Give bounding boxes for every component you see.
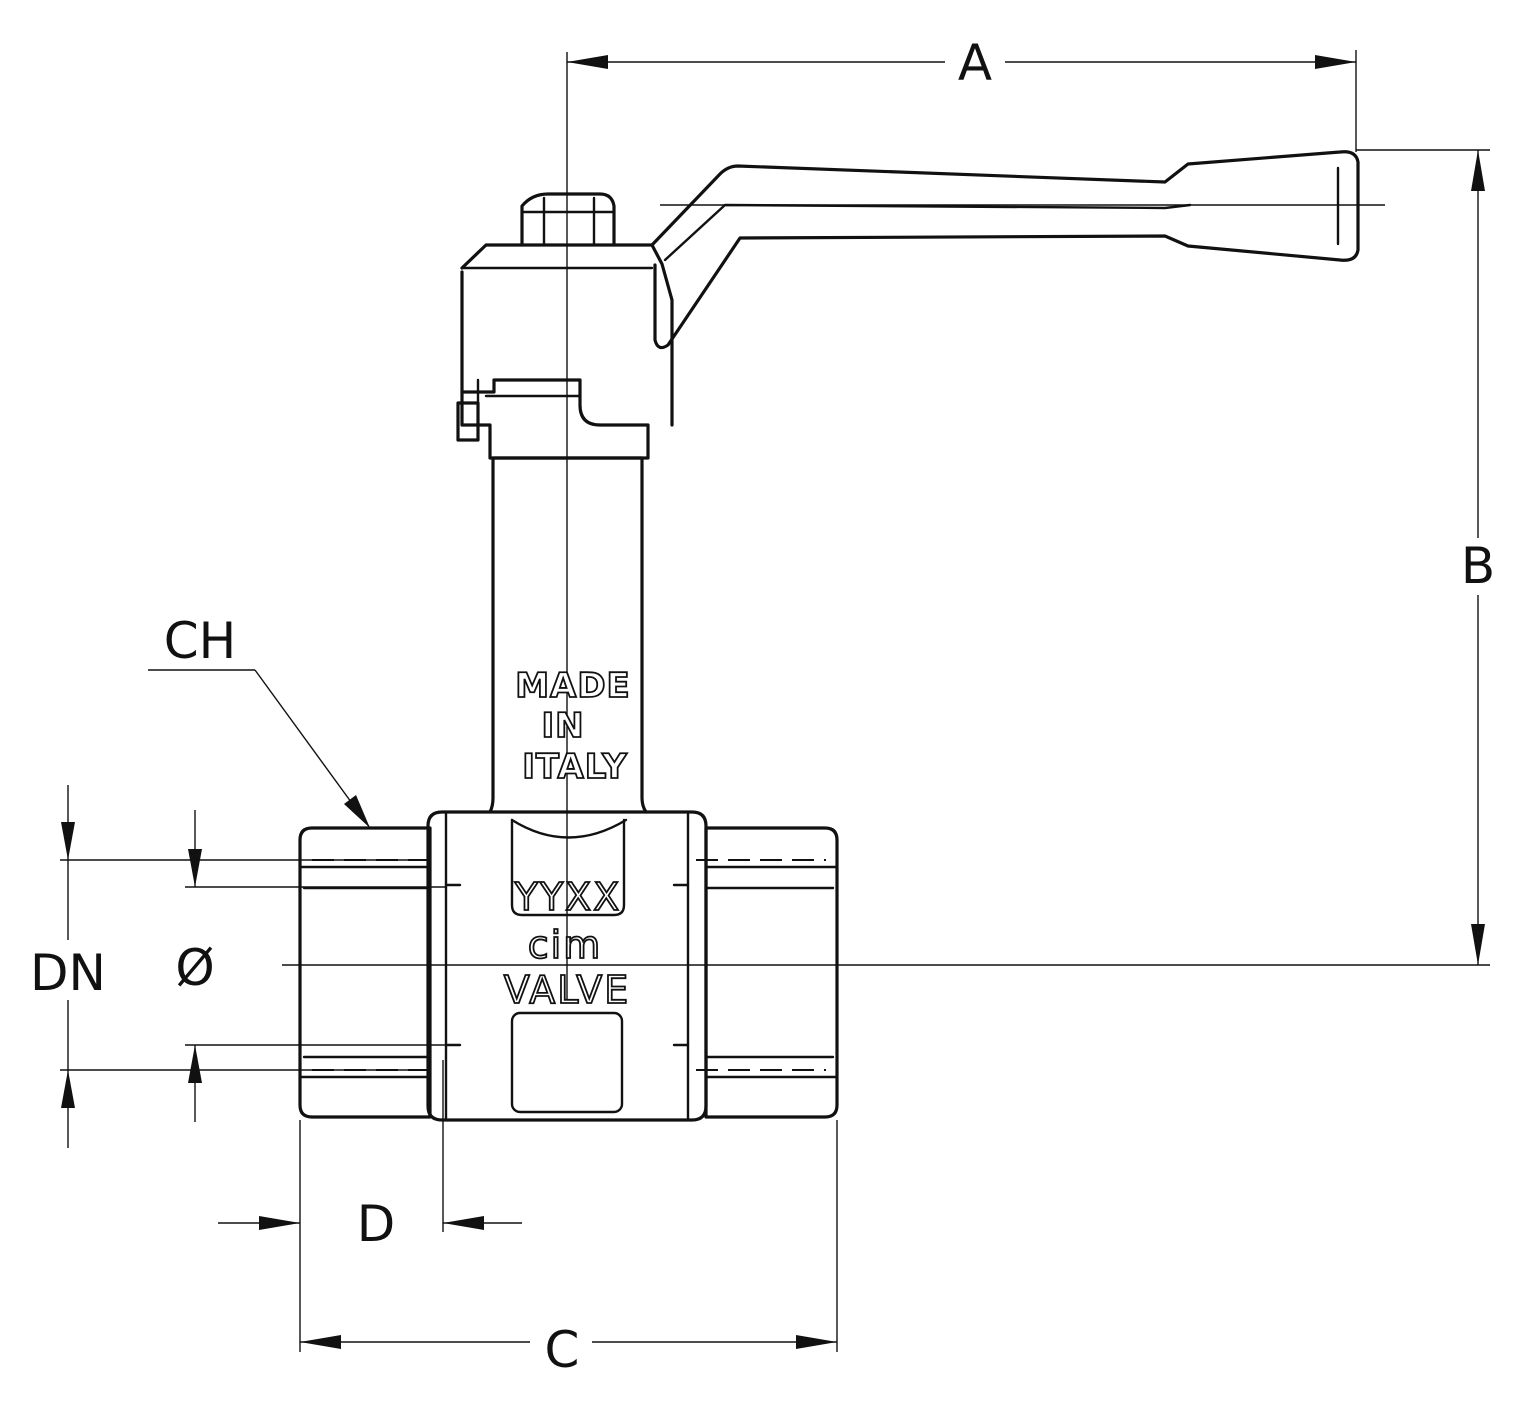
- center-lines: [282, 52, 1490, 1000]
- dimension-b: B: [1356, 149, 1495, 965]
- right-end-connector: [704, 826, 839, 1119]
- arrowhead: [300, 1335, 341, 1349]
- arrowhead: [1471, 924, 1485, 965]
- marking-brand: cim: [528, 923, 602, 967]
- dimension-label-dn: DN: [30, 944, 106, 1002]
- marking-italy: ITALY: [522, 747, 628, 787]
- arrowhead: [188, 849, 202, 887]
- dimension-label-b: B: [1461, 537, 1495, 595]
- dimension-c: C: [299, 1120, 838, 1379]
- arrowhead: [61, 822, 75, 860]
- valve-body: [298, 150, 1360, 1122]
- central-body: [426, 810, 708, 1122]
- stem-nut: [520, 192, 616, 247]
- dimension-label-diameter: Ø: [175, 939, 214, 997]
- dimension-dn: DN: [30, 785, 430, 1148]
- arrowhead: [1471, 150, 1485, 191]
- dimension-label-d: D: [357, 1195, 396, 1253]
- arrowhead: [188, 1045, 202, 1083]
- dimension-a: A: [567, 34, 1357, 152]
- dimension-label-a: A: [958, 34, 992, 92]
- marking-made: MADE: [515, 666, 631, 706]
- arrowhead: [567, 55, 608, 69]
- arrowhead: [1315, 55, 1356, 69]
- handle-hub: [460, 270, 650, 460]
- dimension-label-ch: CH: [164, 612, 237, 670]
- arrowhead: [259, 1216, 300, 1230]
- marking-date-code: YYXX: [514, 875, 622, 919]
- dimension-label-c: C: [545, 1321, 580, 1379]
- lever-handle: [650, 150, 1360, 350]
- left-end-connector: [298, 826, 432, 1119]
- body-markings: MADE IN ITALY YYXX cim VALVE: [503, 665, 631, 1013]
- arrowhead: [796, 1335, 837, 1349]
- dimension-diameter: Ø: [175, 810, 446, 1122]
- arrowhead: [344, 795, 370, 828]
- marking-in: IN: [541, 706, 584, 746]
- dimension-d: D: [218, 1060, 522, 1253]
- dimension-ch: CH: [148, 612, 371, 829]
- arrowhead: [61, 1070, 75, 1108]
- marking-valve: VALVE: [504, 968, 631, 1012]
- arrowhead: [443, 1216, 484, 1230]
